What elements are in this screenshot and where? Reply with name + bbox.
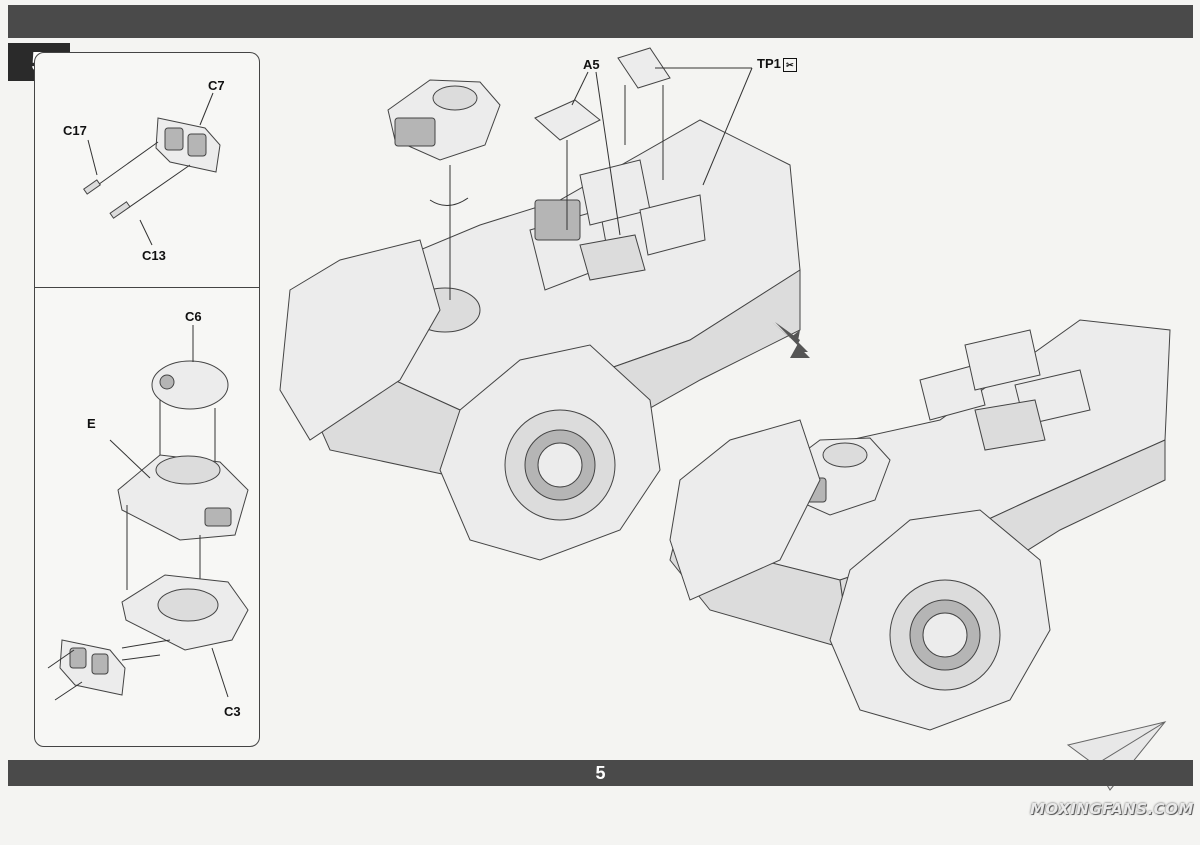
label-tp1-text: TP1: [757, 56, 781, 71]
label-c17: C17: [63, 123, 87, 138]
paper-plane-icon: [1066, 721, 1167, 791]
part-e-turret-shell: [117, 454, 249, 541]
label-c6: C6: [185, 309, 202, 324]
part-c13-rod: [109, 164, 191, 219]
header-bar: [8, 5, 1193, 38]
part-c17-rod: [83, 141, 159, 195]
footer-bar: 5: [8, 760, 1193, 786]
part-c7-block: [155, 117, 221, 173]
part-periscope-block-lower: [59, 639, 126, 696]
label-tp1: TP1✂: [757, 56, 797, 72]
label-c7: C7: [208, 78, 225, 93]
step-arrow: [772, 322, 808, 352]
label-c3: C3: [224, 704, 241, 719]
part-c3-turret-ring: [121, 574, 249, 651]
part-tp1-plate: [617, 47, 671, 89]
hull-after: [669, 319, 1171, 731]
label-c13: C13: [142, 248, 166, 263]
label-a5: A5: [583, 57, 600, 72]
part-a5-plate: [534, 99, 601, 141]
photo-etch-icon: ✂: [782, 57, 797, 72]
hull-before: [279, 119, 801, 561]
turret-above: [387, 79, 501, 161]
part-c6-hatch: [151, 360, 229, 410]
page-number: 5: [595, 762, 606, 783]
label-e: E: [87, 416, 96, 431]
inset-divider: [34, 287, 260, 288]
watermark-text: MOXINGFANS.COM: [1030, 800, 1194, 818]
